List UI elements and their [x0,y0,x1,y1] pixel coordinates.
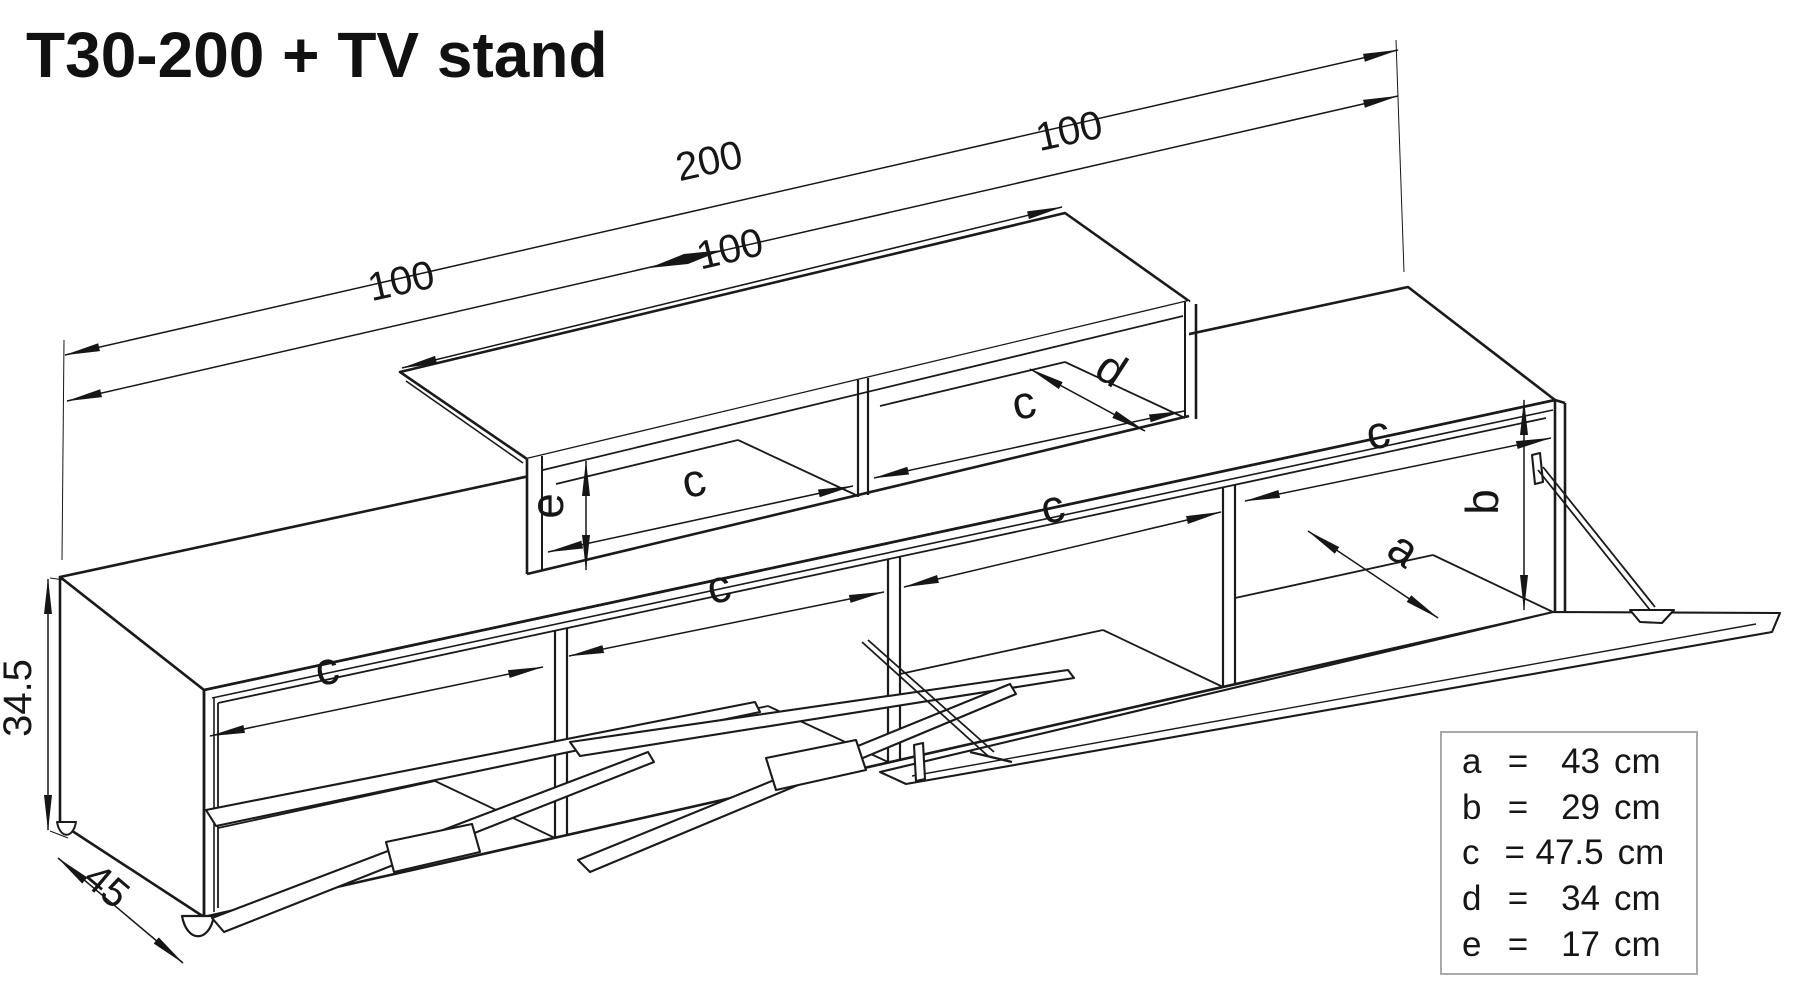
flap-handle-2 [764,738,868,792]
label-right-100: 100 [1032,103,1107,160]
label-shelf-100: 100 [692,220,767,278]
legend-equals: = [1507,742,1529,782]
legend-key: e [1462,924,1482,964]
label-b: b [1456,489,1508,515]
label-e: e [521,493,573,519]
legend-unit: cm [1614,924,1661,964]
flap-stay-foot [1628,608,1676,625]
cabinet-foot [180,914,216,938]
dim-line-c-comp2 [568,591,885,657]
label-total-width: 200 [672,133,747,190]
legend-unit: cm [1614,787,1661,827]
legend-equals: = [1507,787,1529,827]
label-cabinet-height: 34.5 [0,659,40,737]
flap-door-1 [204,700,762,828]
legend-value: 47.5 [1535,833,1604,873]
legend-key: d [1462,879,1482,919]
legend-key: c [1462,833,1480,873]
cabinet-foot [56,821,77,836]
legend-row-e: e = 17 cm [1462,927,1676,962]
legend-equals: = [1504,833,1525,873]
legend-equals: = [1507,879,1529,919]
legend-unit: cm [1617,833,1665,873]
legend-row-b: b = 29 cm [1462,790,1676,825]
dim-line-shelf-100 [401,206,1063,369]
legend-row-d: d = 34 cm [1462,881,1676,916]
legend-table: a = 43 cm b = 29 cm c = 47.5 cm d = 34 c… [1440,731,1698,975]
dim-line-cabinet-depth [57,857,184,964]
dim-line-c-comp4 [1244,437,1552,502]
flap-stay-mount [912,741,927,783]
open-flap-doors [204,451,1782,934]
flap-stay-mount [1530,451,1545,486]
legend-unit: cm [1614,742,1661,782]
dimension-labels: 200 100 100 100 e c c d c c c c a b 34.5… [0,103,1508,918]
label-left-100: 100 [364,253,439,310]
cabinet-dividers [553,485,1237,838]
legend-equals: = [1507,924,1529,964]
legend-key: a [1462,742,1482,782]
dim-line-total-width [64,49,1399,356]
dim-line-d [1029,368,1146,432]
legend-value: 29 [1561,787,1600,827]
dim-line-c-shelf-left [547,485,854,553]
legend-row-a: a = 43 cm [1462,744,1676,779]
label-a: a [1379,520,1430,578]
dim-line-c-comp3 [903,511,1222,588]
flap-door-2 [568,668,1076,758]
dim-line-c-comp1 [209,666,544,737]
flap-handle-1 [384,822,482,874]
legend-unit: cm [1614,879,1661,919]
legend-row-c: c = 47.5 cm [1462,835,1676,870]
legend-value: 17 [1561,924,1600,964]
legend-value: 43 [1561,742,1600,782]
dimension-lines [44,39,1552,964]
dim-line-a [1307,530,1439,619]
legend-key: b [1462,787,1482,827]
legend-value: 34 [1561,879,1600,919]
